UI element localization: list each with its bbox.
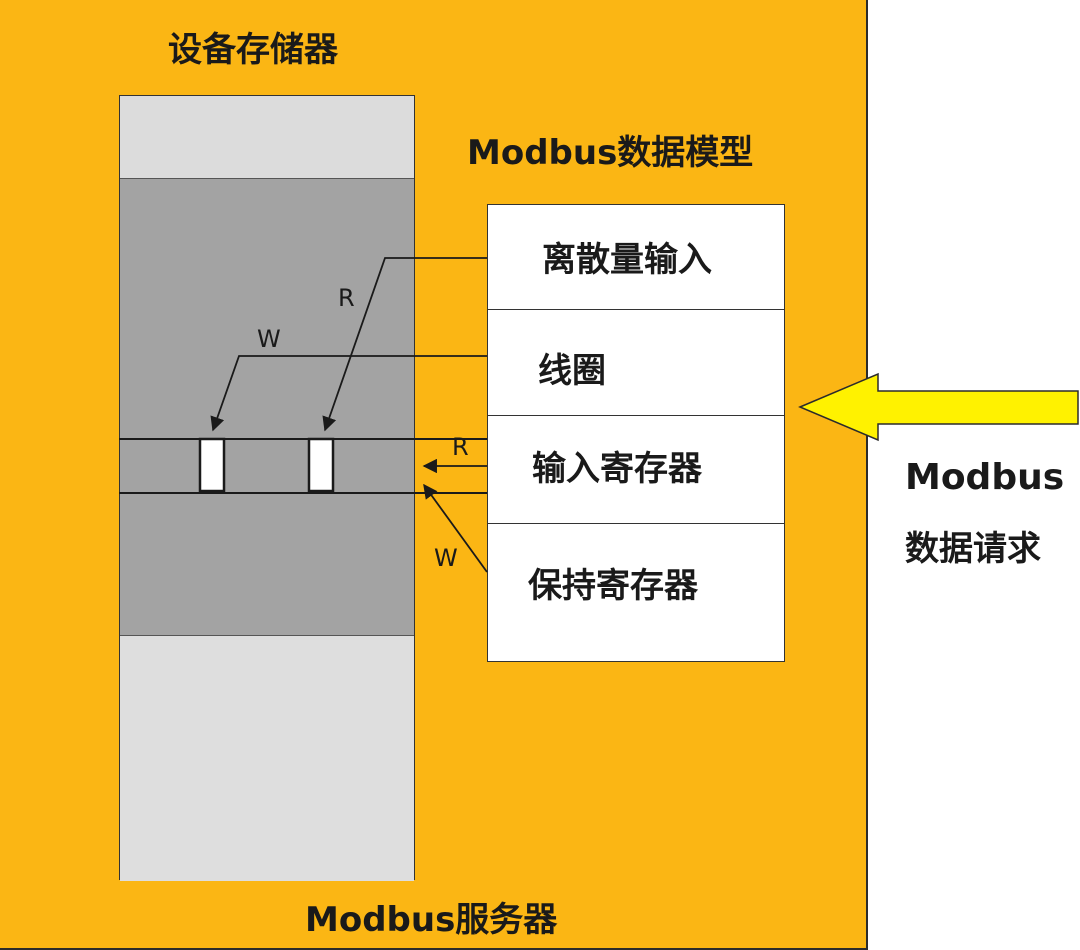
modbus-request-label-line1: Modbus <box>905 457 1065 498</box>
modbus-request-arrow <box>798 372 1079 442</box>
input-register-access-label: R <box>452 433 469 461</box>
memory-band-top <box>120 96 414 178</box>
modbus-request-label-line2: 数据请求 <box>905 529 1041 569</box>
model-divider <box>488 415 784 416</box>
holding-register-access-label: W <box>434 544 458 572</box>
coil-access-label: W <box>257 325 281 353</box>
discrete-input-access-label: R <box>338 284 355 312</box>
memory-band-mapped <box>120 178 414 636</box>
model-item-holding-register: 保持寄存器 <box>528 566 698 606</box>
model-divider <box>488 523 784 524</box>
model-item-input-register: 输入寄存器 <box>532 449 702 489</box>
discrete-input-read-arrow <box>322 257 487 432</box>
device-memory-column <box>119 95 415 881</box>
holding-register-write-arrow <box>423 483 488 573</box>
discrete-input-bit-cell <box>307 437 335 493</box>
memory-band-bottom <box>120 636 414 881</box>
coil-bit-cell <box>198 437 226 493</box>
model-divider <box>488 309 784 310</box>
data-model-table: 离散量输入 线圈 输入寄存器 保持寄存器 <box>487 204 785 662</box>
data-model-title: Modbus数据模型 <box>467 133 754 173</box>
device-memory-title: 设备存储器 <box>168 30 338 70</box>
modbus-server-title: Modbus服务器 <box>305 900 558 940</box>
model-item-discrete-input: 离散量输入 <box>542 240 712 280</box>
coil-write-arrow <box>210 355 487 432</box>
model-item-coil: 线圈 <box>538 351 606 391</box>
